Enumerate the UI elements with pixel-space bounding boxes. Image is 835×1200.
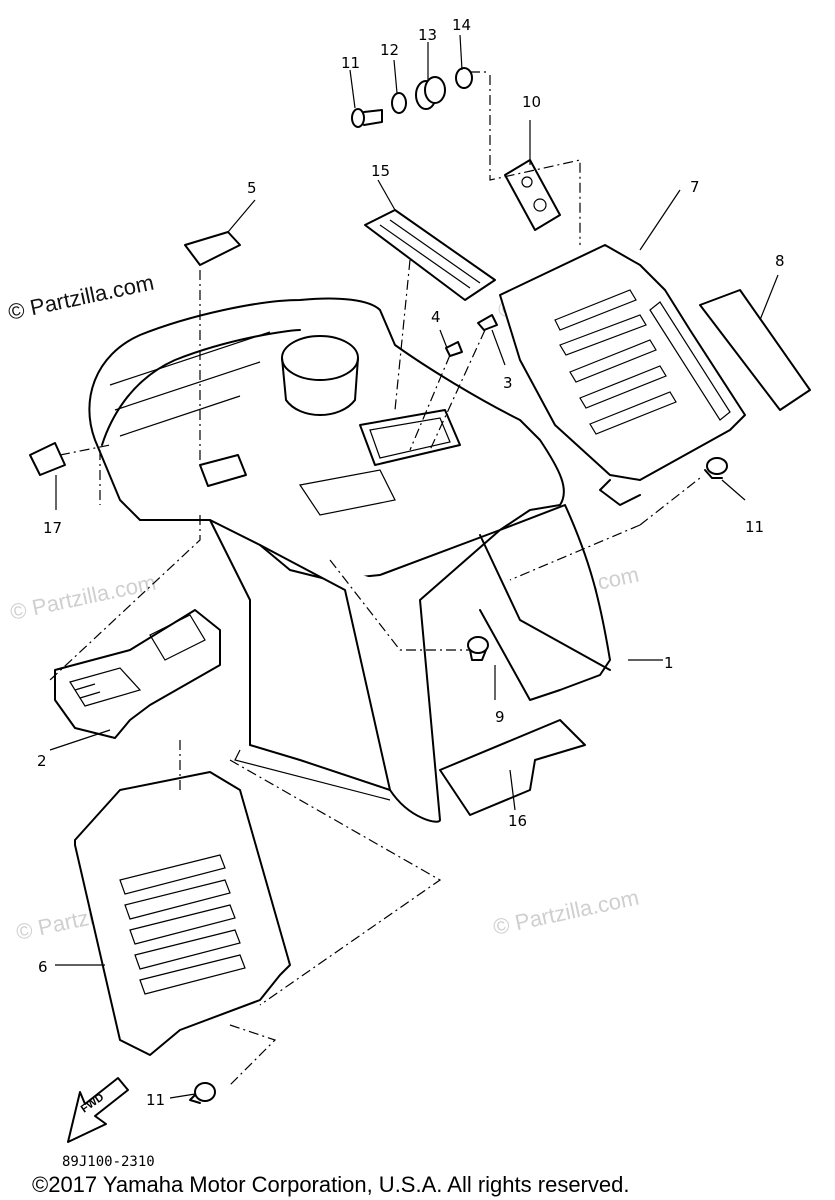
watermark-mid-left: © Partzilla.com xyxy=(8,570,158,625)
part-6-side-panel xyxy=(74,771,291,1056)
part-7-side-panel xyxy=(499,244,746,506)
callout-5: 5 xyxy=(247,179,257,197)
callout-2: 2 xyxy=(37,752,47,770)
callout-11-bottom: 11 xyxy=(146,1091,165,1109)
callout-13: 13 xyxy=(418,26,437,44)
drawing-code: 89J100-2310 xyxy=(62,1154,155,1170)
assembly-lines xyxy=(49,71,701,1086)
part-8-strip xyxy=(699,289,811,411)
callout-10: 10 xyxy=(522,93,541,111)
callout-1: 1 xyxy=(664,654,674,672)
callout-8: 8 xyxy=(775,252,785,270)
part-17-clip xyxy=(29,442,66,476)
callout-16: 16 xyxy=(508,812,527,830)
callout-15: 15 xyxy=(371,162,390,180)
part-10-bracket xyxy=(504,159,561,231)
leader-lines xyxy=(49,34,779,1099)
watermark-upper-left: © Partzilla.com xyxy=(6,270,156,325)
part-14-collar xyxy=(455,67,473,89)
part-15-grille xyxy=(364,209,496,301)
part-13-grommet xyxy=(415,76,446,110)
callout-3: 3 xyxy=(503,374,513,392)
part-4-clip xyxy=(445,341,463,357)
part-1-front-cover xyxy=(88,297,611,823)
part-3-clip xyxy=(477,314,498,331)
callout-11-top: 11 xyxy=(341,54,360,72)
watermark-bottom-right: © Partzilla.com xyxy=(491,885,641,940)
callout-9: 9 xyxy=(495,708,505,726)
part-9-screw xyxy=(467,636,489,661)
callout-4: 4 xyxy=(431,308,441,326)
fwd-arrow-icon: FWD xyxy=(67,1077,129,1143)
part-11-bolt-top xyxy=(351,108,383,128)
part-5-cover xyxy=(184,231,241,266)
callout-7: 7 xyxy=(690,178,700,196)
callout-6: 6 xyxy=(38,958,48,976)
part-11-screw-right xyxy=(704,457,728,479)
callout-11-right: 11 xyxy=(745,518,764,536)
callout-12: 12 xyxy=(380,41,399,59)
part-2-lower-tray xyxy=(54,609,221,739)
part-11-screw-bottom xyxy=(189,1082,216,1104)
part-12-washer xyxy=(391,92,407,114)
copyright-notice: ©2017 Yamaha Motor Corporation, U.S.A. A… xyxy=(32,1172,629,1197)
part-16-plate xyxy=(439,719,586,816)
callout-14: 14 xyxy=(452,16,471,34)
callout-17: 17 xyxy=(43,519,62,537)
